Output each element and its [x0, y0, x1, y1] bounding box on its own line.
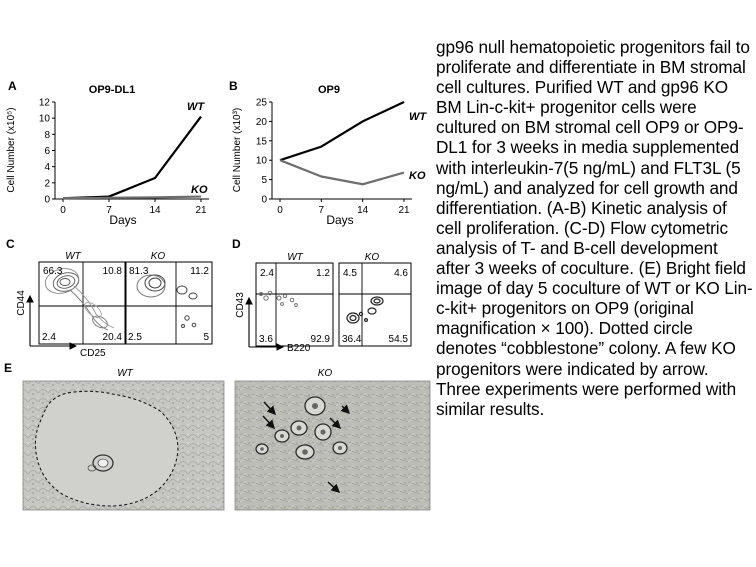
panel-a-xtick-label: 21 [195, 205, 207, 216]
panel-c-x-axis-label: CD25 [80, 348, 106, 359]
arrow-icon [262, 415, 276, 430]
panel-b-ytick-label: 20 [256, 117, 268, 128]
panel-d-ko-plot: 4.5 4.6 36.4 54.5 [338, 262, 412, 347]
panel-a-chart: 0 2 4 6 8 10 12 0 7 14 21 WT KO [39, 98, 209, 216]
panel-e-ko-image [234, 380, 431, 511]
panel-c-y-axis-label: CD44 [16, 290, 27, 316]
panel-d-letter: D [232, 237, 241, 251]
panel-c-letter: C [6, 237, 15, 251]
panel-e-ko-label: KO [318, 368, 333, 379]
panel-a-xtick-label: 14 [149, 205, 161, 216]
panel-b-title: OP9 [318, 84, 340, 96]
panel-e-cobblestone-circle [34, 390, 179, 507]
arrow-icon [340, 404, 351, 415]
panel-b-xtick-label: 0 [277, 205, 283, 216]
panel-a-ytick-label: 10 [39, 114, 51, 125]
panel-c-wt-contours [44, 268, 115, 331]
panel-e-ko-cell-nuclei [260, 403, 342, 455]
panel-a-series-ko-label: KO [191, 184, 208, 196]
panel-c-ko-q-ur: 11.2 [190, 266, 209, 277]
panel-d-ko-q-lr: 54.5 [389, 334, 409, 345]
panel-b-ytick-label: 0 [261, 195, 267, 206]
panel-b-xtick-label: 14 [357, 205, 369, 216]
panel-d-y-axis-label: CD43 [235, 292, 246, 318]
panel-d-ko-q-ul: 4.5 [343, 268, 357, 279]
panel-e-wt-label: WT [117, 368, 133, 379]
panel-b-ylabel: Cell Number (x10³) [232, 108, 243, 192]
panel-b-series-ko-label: KO [409, 170, 426, 182]
panel-a-ytick-label: 12 [39, 98, 51, 109]
panel-b-ytick-label: 25 [256, 98, 268, 109]
panel-b-series-wt-line [279, 101, 405, 162]
panel-c-ko-label: KO [151, 251, 166, 262]
panel-d-wt-q-ul: 2.4 [260, 268, 274, 279]
panel-b-ytick-label: 15 [256, 136, 268, 147]
panel-c-wt-q-ll: 2.4 [42, 332, 56, 343]
panel-a-ytick-label: 4 [44, 162, 50, 173]
panel-c-ko-q-ul: 81.3 [129, 266, 149, 277]
panel-b-xlabel: Days [326, 213, 353, 227]
arrow-icon [327, 481, 341, 494]
panel-b-xtick-label: 21 [398, 205, 410, 216]
panel-b-ytick-label: 10 [256, 156, 268, 167]
panel-c-ko-q-lr: 5 [203, 332, 209, 343]
panel-b-xtick-label: 7 [319, 205, 325, 216]
panel-d-x-axis-label: B220 [287, 343, 311, 354]
panel-e-ko-arrows [262, 401, 351, 494]
panel-d-ko-label: KO [365, 252, 380, 263]
panel-e-wt-image [22, 380, 225, 511]
panel-c-ko-contours [136, 274, 198, 328]
panel-b-series-wt-label: WT [409, 111, 427, 123]
panel-a-ylabel: Cell Number (x10⁵) [6, 107, 17, 192]
panel-d-wt-plot: 2.4 1.2 3.6 92.9 [255, 262, 334, 347]
panel-a-ytick-label: 6 [44, 146, 50, 157]
panel-a-series-wt-label: WT [187, 101, 205, 113]
panel-b-series-ko-line [279, 159, 405, 186]
panel-a-letter: A [8, 79, 17, 93]
panel-d-wt-label: WT [287, 252, 303, 263]
panel-a-series-wt-line [62, 115, 202, 200]
panel-c-ko-plot: 81.3 11.2 2.5 5 [125, 261, 213, 345]
panel-a-xlabel: Days [109, 213, 136, 227]
panel-b-letter: B [229, 79, 238, 93]
panel-a-xtick-label: 0 [60, 205, 66, 216]
panel-d-ko-contours [346, 296, 384, 324]
panel-c-ko-q-ll: 2.5 [128, 332, 142, 343]
panel-a-ytick-label: 2 [44, 178, 50, 189]
panel-c-wt-plot: 66.3 10.8 2.4 20.4 [38, 261, 126, 345]
panel-c-wt-q-ur: 10.8 [103, 266, 123, 277]
panel-a-ytick-label: 8 [44, 130, 50, 141]
arrow-icon [329, 417, 342, 430]
panel-d-wt-dots [259, 290, 298, 307]
panel-d-ko-q-ll: 36.4 [342, 334, 362, 345]
panel-d-ko-q-ur: 4.6 [394, 268, 408, 279]
figure-caption: gp96 null hematopoietic progenitors fail… [436, 37, 753, 419]
panel-a-series-ko-line [62, 195, 202, 200]
panel-b-ytick-label: 5 [261, 175, 267, 186]
panel-c-wt-q-ul: 66.3 [43, 266, 63, 277]
arrow-icon [263, 401, 277, 416]
figure-canvas: A OP9-DL1 Cell Number (x10⁵) Days 024681… [4, 79, 431, 511]
panel-b-chart: 0 5 10 15 20 25 0 7 14 21 WT KO [256, 98, 428, 217]
panel-a-title: OP9-DL1 [89, 84, 135, 96]
panel-d-wt-q-ll: 3.6 [259, 334, 273, 345]
panel-a-ytick-label: 0 [44, 195, 50, 206]
panel-e-letter: E [4, 361, 12, 375]
panel-d-wt-q-ur: 1.2 [316, 268, 330, 279]
panel-c-wt-q-lr: 20.4 [103, 332, 123, 343]
panel-d-wt-q-lr: 92.9 [311, 334, 331, 345]
panel-a-xtick-label: 7 [106, 205, 112, 216]
panel-c-wt-label: WT [65, 251, 81, 262]
